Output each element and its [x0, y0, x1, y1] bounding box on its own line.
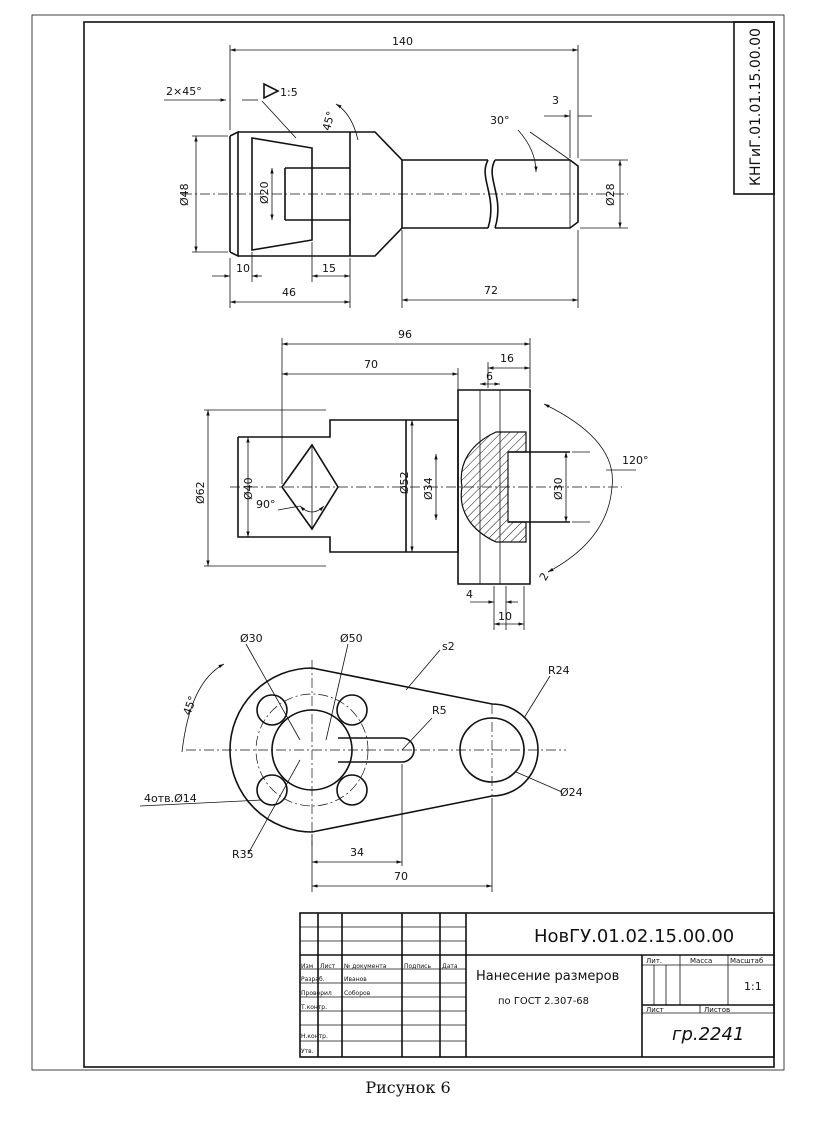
dim-dia-24: Ø24 — [560, 786, 583, 799]
scale-value: 1:1 — [744, 980, 762, 993]
row-checked: Проверил — [301, 990, 332, 997]
header-mass: Масса — [690, 957, 712, 965]
dim-angle-45: 45° — [320, 110, 338, 132]
top-view-shaft: 140 2×45° 1:5 45° 30° 3 Ø48 Ø20 Ø28 — [164, 35, 628, 308]
row-date: Дата — [442, 963, 458, 970]
dim-len-15: 15 — [322, 262, 336, 275]
row-developed-name: Иванов — [344, 976, 367, 983]
dim-r35: R35 — [232, 848, 254, 861]
dim-chamfer: 2×45° — [166, 85, 202, 98]
doc-title-line2: по ГОСТ 2.307-68 — [498, 996, 589, 1007]
dim-len-2: 2 — [537, 570, 552, 583]
dim-angle-90: 90° — [256, 498, 276, 511]
title-block: НовГУ.01.02.15.00.00 Нанесение размеров … — [299, 912, 775, 1058]
dim-dia-30-b: Ø30 — [240, 632, 263, 645]
dim-dia-48: Ø48 — [178, 183, 191, 206]
row-sign: Подпись — [404, 963, 431, 970]
dim-len-16: 16 — [500, 352, 514, 365]
dim-len-70: 70 — [364, 358, 378, 371]
dim-r5: R5 — [432, 704, 447, 717]
middle-view-section: 120° 96 70 16 6 Ø62 Ø40 90° Ø52 — [194, 328, 649, 630]
row-tcontrol: Т.контр. — [300, 1004, 327, 1011]
dim-dia-34: Ø34 — [422, 477, 435, 500]
dim-step-3: 3 — [552, 94, 559, 107]
dim-dia-40: Ø40 — [242, 477, 255, 500]
dim-len-34: 34 — [350, 846, 364, 859]
row-approved: Утв. — [301, 1048, 314, 1055]
inner-frame — [83, 21, 775, 1068]
row-ncontrol: Н.контр. — [301, 1033, 328, 1040]
dim-len-46: 46 — [282, 286, 296, 299]
dim-140: 140 — [392, 35, 413, 48]
dim-len-6: 6 — [486, 370, 493, 383]
dim-len-72: 72 — [484, 284, 498, 297]
header-lit: Лит. — [646, 957, 662, 965]
dim-dia-62: Ø62 — [194, 481, 207, 504]
doc-title-line1: Нанесение размеров — [476, 969, 619, 984]
dim-len-96: 96 — [398, 328, 412, 341]
dim-angle-30: 30° — [490, 114, 510, 127]
holes-label: 4отв.Ø14 — [144, 792, 197, 805]
taper-symbol — [263, 82, 280, 100]
dim-angle-120: 120° — [622, 454, 649, 467]
dim-dia-30: Ø30 — [552, 477, 565, 500]
dim-len-70-b: 70 — [394, 870, 408, 883]
sheets-label: Листов — [704, 1006, 730, 1014]
dim-dia-52: Ø52 — [398, 471, 411, 494]
frame-code-text: КНГиГ.01.01.15.00.00 — [748, 28, 764, 186]
dim-dia-50: Ø50 — [340, 632, 363, 645]
frame-code-box: КНГиГ.01.01.15.00.00 — [733, 21, 775, 195]
bottom-view-lever: Ø30 Ø50 s2 R24 R5 45° 4отв.Ø14 Ø24 R35 3… — [139, 632, 583, 892]
sheet-label: Лист — [646, 1006, 664, 1014]
row-checked-name: Соборов — [344, 990, 371, 997]
row-developed: Разраб. — [301, 976, 325, 983]
figure-caption: Рисунок 6 — [365, 1078, 451, 1097]
row-sheet: Лист — [320, 963, 336, 970]
dim-dia-20: Ø20 — [258, 181, 271, 204]
dim-len-10: 10 — [236, 262, 250, 275]
doc-code: НовГУ.01.02.15.00.00 — [534, 926, 734, 947]
dim-r24: R24 — [548, 664, 570, 677]
header-scale: Масштаб — [730, 957, 763, 965]
group-label: гр.2241 — [672, 1024, 744, 1045]
outer-frame — [31, 14, 785, 1071]
dim-angle-45-b: 45° — [181, 694, 200, 717]
dim-len-10: 10 — [498, 610, 512, 623]
dim-taper: 1:5 — [280, 86, 298, 99]
dim-dia-28: Ø28 — [604, 183, 617, 206]
row-change: Изм — [301, 963, 313, 970]
row-docno: № документа — [344, 963, 387, 970]
dim-len-4: 4 — [466, 588, 473, 601]
thickness-label: s2 — [442, 640, 455, 653]
